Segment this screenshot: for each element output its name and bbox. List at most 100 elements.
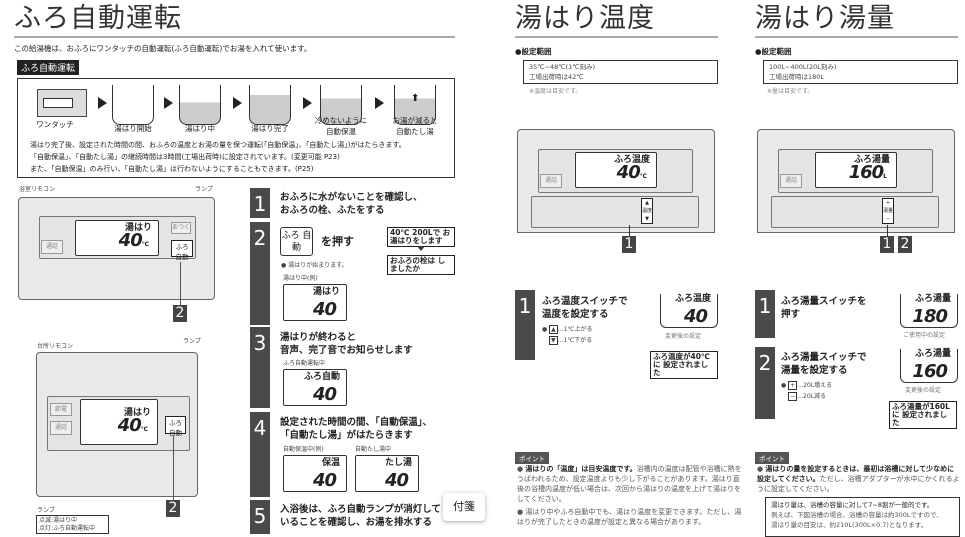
range-box: 35℃~48℃(1℃刻み) 工場出荷時は42℃ bbox=[523, 60, 718, 84]
up-key-note: ● ▲…1℃上がる bbox=[542, 325, 593, 334]
bath-remote: 通話 湯はり 40℃ あつく ふろ 自動 bbox=[18, 197, 215, 300]
furo-auto-key-icon: ふろ 自動 bbox=[280, 227, 313, 256]
call-button[interactable]: 通話 bbox=[41, 240, 63, 254]
info-box: 湯はり量は、浴槽の容量に対して7~8割が一般的です。 例えば、下図浴槽の場合、浴… bbox=[765, 497, 960, 537]
step-note: ● 湯はりが始まります。 bbox=[281, 262, 348, 269]
step-text: おふろに水がないことを確認し、 bbox=[280, 192, 423, 203]
range-line: 工場出荷時は180L bbox=[769, 73, 825, 81]
bathtub-filling-icon bbox=[179, 85, 221, 125]
intro-text: この給湯機は、おふろにワンタッチの自動運転(ふろ自動運転)でお湯を入れて使います… bbox=[14, 44, 312, 53]
bathtub-empty-icon bbox=[112, 85, 154, 125]
sticky-note-button[interactable]: 付箋 bbox=[443, 493, 485, 521]
display-value: 40℃ bbox=[616, 162, 647, 183]
display-caption: ご使用中の設定 bbox=[903, 332, 946, 339]
display-label: ふろ湯量 bbox=[914, 349, 951, 359]
display-label: ふろ湯量 bbox=[914, 294, 951, 304]
arrow-icon bbox=[164, 97, 173, 109]
temp-switch[interactable]: ▲温度▼ bbox=[641, 198, 653, 224]
message-display: 40℃ 200Lで お湯はりをします bbox=[387, 227, 455, 247]
callout-badge: 2 bbox=[898, 236, 912, 253]
display-label: 湯はり bbox=[123, 408, 151, 418]
title-rule bbox=[515, 36, 718, 38]
display-label: ふろ湯量 bbox=[853, 155, 890, 165]
bathtub-full-icon bbox=[249, 85, 291, 125]
call-button[interactable]: 通話 bbox=[50, 421, 72, 435]
lamp-legend-line: 点滅:湯はり中 bbox=[39, 517, 78, 524]
bathtub-refill-icon: ⬆ bbox=[394, 85, 436, 125]
display-caption: 自動たし湯中 bbox=[355, 446, 392, 453]
down-key-icon: ▼ bbox=[549, 336, 558, 345]
flow-paragraph: 「自動保温」、「自動たし湯」の継続時間は3時間(工場出荷時)に設定されています。… bbox=[30, 153, 340, 161]
minus-key-icon: − bbox=[788, 392, 798, 401]
flow-label: 湯はり中 bbox=[185, 124, 215, 133]
flow-label: 湯はり開始 bbox=[114, 124, 152, 133]
section-label: ふろ自動運転 bbox=[17, 60, 80, 75]
lcd-display: たし湯 40 bbox=[355, 455, 419, 492]
display-value: 40 bbox=[384, 470, 409, 491]
step-text: 押す bbox=[781, 309, 801, 320]
furo-auto-button[interactable]: ふろ 自動 bbox=[171, 240, 193, 261]
range-box: 100L~400L(20L刻み) 工場出荷時は180L bbox=[763, 60, 958, 84]
point-label: ポイント bbox=[515, 452, 549, 464]
info-line: 湯はり量は、浴槽の容量に対して7~8割が一般的です。 bbox=[771, 501, 934, 509]
step-text: を押す bbox=[321, 235, 354, 248]
display-label: ふろ温度 bbox=[613, 155, 650, 165]
arrow-icon bbox=[98, 97, 107, 109]
callout-badge: 2 bbox=[166, 500, 180, 517]
flow-label: 冷めないように 自動保温 bbox=[314, 116, 368, 136]
flow-label: お湯が減ると 自動たし湯 bbox=[392, 116, 438, 136]
eco-button[interactable]: 節電 bbox=[50, 403, 72, 416]
display-value: 160 bbox=[912, 361, 948, 382]
range-line: 100L~400L(20L刻み) bbox=[769, 63, 837, 71]
plus-key-icon: + bbox=[788, 381, 798, 390]
display-caption: 湯はり中(例) bbox=[283, 275, 318, 282]
remote-touch-icon bbox=[37, 89, 87, 117]
lamp-legend: 点滅:湯はり中 点灯:ふろ自動運転中 bbox=[36, 515, 109, 534]
title-rule bbox=[14, 36, 455, 38]
range-label: ●設定範囲 bbox=[755, 47, 792, 56]
arrow-icon bbox=[375, 97, 384, 109]
title-rule bbox=[755, 36, 958, 38]
display-value: 160L bbox=[848, 162, 887, 183]
step-number: 2 bbox=[755, 347, 775, 419]
display-label: ふろ自動 bbox=[303, 372, 340, 382]
atsuku-button[interactable]: あつく bbox=[171, 222, 191, 234]
point-item: ● 湯はりの「温度」は目安温度です。浴槽内の温度は配管や浴槽に熱をうばわれるため… bbox=[517, 465, 742, 503]
step-number: 4 bbox=[250, 412, 270, 497]
step-text: 温度を設定する bbox=[542, 309, 609, 320]
step-number: 2 bbox=[250, 222, 270, 325]
lamp-legend-line: 点灯:ふろ自動運転中 bbox=[39, 525, 96, 532]
flow-paragraph: また、「自動保温」のみ行い、「自動たし湯」は行わないようにすることもできます。(… bbox=[30, 165, 314, 173]
point-item: ● 湯はり中やふろ自動中でも、湯はり温度を変更できます。ただし、湯はりが完了した… bbox=[517, 508, 742, 526]
display-label: たし湯 bbox=[384, 458, 412, 468]
flow-box: ワンタッチ 湯はり開始 湯はり中 湯はり完了 冷めないように 自動保温 ⬆ お湯… bbox=[17, 78, 455, 178]
plus-key-note: ● +…20L増える bbox=[781, 381, 832, 390]
minus-key-note: −…20L減る bbox=[788, 392, 827, 401]
call-button[interactable]: 通話 bbox=[780, 174, 802, 188]
flow-paragraph: 湯はり完了後、設定された時間の間、おふろの温度とお湯の量を保つ運転(「自動保温」… bbox=[30, 141, 406, 149]
range-line: 35℃~48℃(1℃刻み) bbox=[529, 63, 596, 71]
display-caption: 変更後の設定 bbox=[665, 333, 702, 340]
flow-label: 湯はり完了 bbox=[251, 124, 289, 133]
call-button[interactable]: 通話 bbox=[540, 174, 562, 188]
message-display: ふろ湯量が160Lに 設定されました bbox=[889, 401, 957, 429]
bath-remote-label: 浴室リモコン bbox=[19, 186, 56, 193]
info-line: 例えば、下図浴槽の場合、浴槽の容量は約300Lですので、 bbox=[771, 511, 943, 519]
lamp-label: ランプ bbox=[195, 186, 213, 193]
display-label: ふろ温度 bbox=[674, 294, 711, 304]
callout-badge: 1 bbox=[622, 236, 636, 253]
callout-badge: 1 bbox=[880, 236, 894, 253]
volume-switch[interactable]: +湯量− bbox=[882, 198, 894, 224]
step-number: 5 bbox=[250, 500, 270, 534]
display-caption: 自動保温中(例) bbox=[283, 446, 324, 453]
display-value: 40 bbox=[312, 384, 337, 405]
step-number: 1 bbox=[250, 188, 270, 218]
step-text: ふろ湯量スイッチを bbox=[781, 296, 867, 307]
step-text: 入浴後は、ふろ自動ランプが消灯して bbox=[280, 504, 441, 515]
furo-auto-button[interactable]: ふろ 自動 bbox=[165, 416, 186, 437]
